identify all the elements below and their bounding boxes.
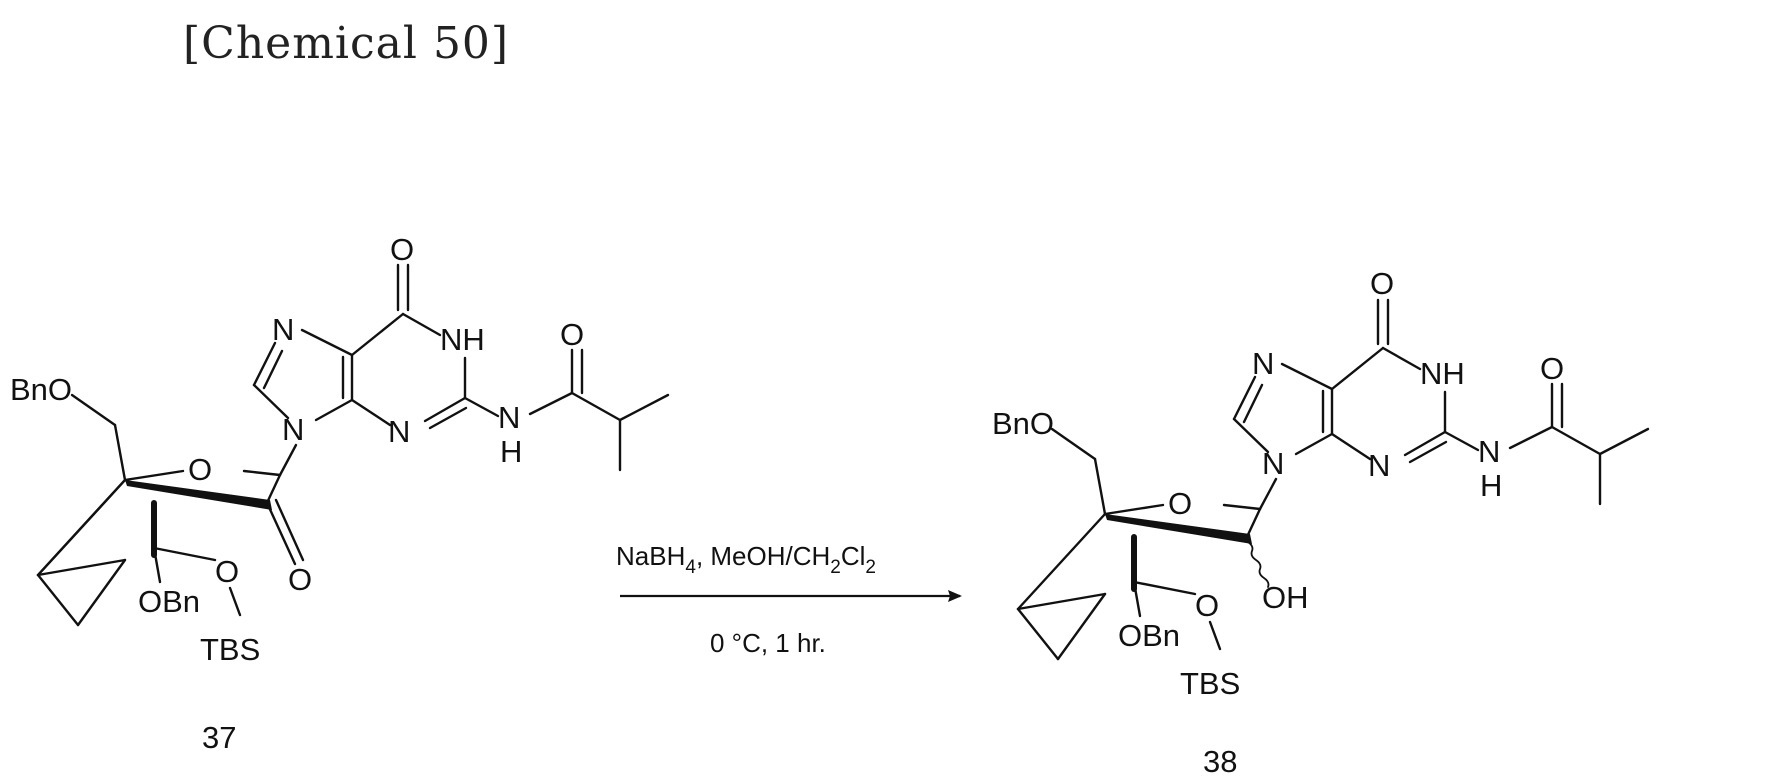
ring-oxygen-label: O <box>1168 486 1192 521</box>
ring-oxygen-label: O <box>188 452 212 487</box>
obn-label: OBn <box>1118 618 1180 653</box>
reaction-arrow-group: NaBH4, MeOH/CH2Cl2 0 °C, 1 hr. <box>616 541 962 658</box>
n9-label: N <box>282 412 304 447</box>
ketone-oxygen-label: O <box>288 562 312 597</box>
tbs-label: TBS <box>200 632 260 667</box>
reagents-label: NaBH4, MeOH/CH2Cl2 <box>616 541 876 578</box>
amide-oxygen-label: O <box>560 317 584 352</box>
hydroxyl-label: OH <box>1262 580 1309 615</box>
compound-38-atom-labels: O NH N N N N H O O OH BnO OBn O TBS <box>992 266 1564 701</box>
amide-n-label: N <box>1478 434 1500 469</box>
n9-label: N <box>1262 446 1284 481</box>
compound-38-structure: O NH N N N N H O O OH BnO OBn O TBS 38 <box>992 266 1648 779</box>
reaction-arrow-head <box>948 590 962 602</box>
compound-37-structure: O NH N N N N H O O O BnO OBn O TBS 37 <box>10 232 668 755</box>
n3-label: N <box>388 414 410 449</box>
silyl-ether-oxygen-label: O <box>215 554 239 589</box>
obn-label: OBn <box>138 584 200 619</box>
carbonyl-oxygen-label: O <box>390 232 414 267</box>
conditions-label: 0 °C, 1 hr. <box>710 628 826 658</box>
n1-label: NH <box>1420 356 1465 391</box>
tbs-label: TBS <box>1180 666 1240 701</box>
benzyloxy-label: BnO <box>992 406 1054 441</box>
benzyloxy-label: BnO <box>10 372 72 407</box>
silyl-ether-oxygen-label: O <box>1195 588 1219 623</box>
n7-label: N <box>1252 346 1274 381</box>
amide-oxygen-label: O <box>1540 351 1564 386</box>
amide-h-label: H <box>1480 468 1502 503</box>
amide-h-label: H <box>500 434 522 469</box>
compound-37-number: 37 <box>202 720 236 755</box>
n7-label: N <box>272 312 294 347</box>
amide-n-label: N <box>498 400 520 435</box>
n3-label: N <box>1368 448 1390 483</box>
carbonyl-oxygen-label: O <box>1370 266 1394 301</box>
compound-38-number: 38 <box>1203 744 1237 779</box>
n1-label: NH <box>440 322 485 357</box>
